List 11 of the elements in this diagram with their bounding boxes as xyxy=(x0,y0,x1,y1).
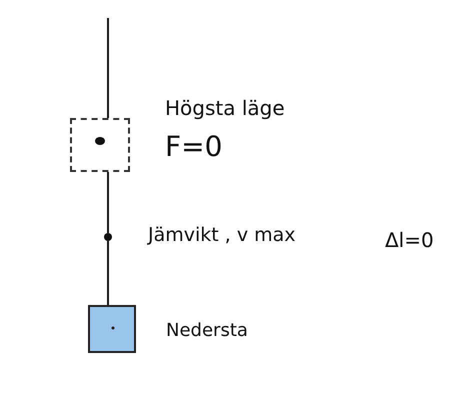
position-label: Jämvikt , v max xyxy=(148,224,296,246)
equilibrium-dot xyxy=(104,233,112,241)
extension-label: Δl=0 xyxy=(385,228,434,252)
position-label: Högsta läge xyxy=(165,96,285,120)
mass-block xyxy=(88,305,136,353)
dashed-position-box xyxy=(70,118,130,172)
string-line xyxy=(107,18,109,118)
string-line xyxy=(107,172,109,233)
position-label: Nedersta xyxy=(166,320,248,341)
string-line xyxy=(107,241,109,305)
force-label: F=0 xyxy=(165,130,222,163)
